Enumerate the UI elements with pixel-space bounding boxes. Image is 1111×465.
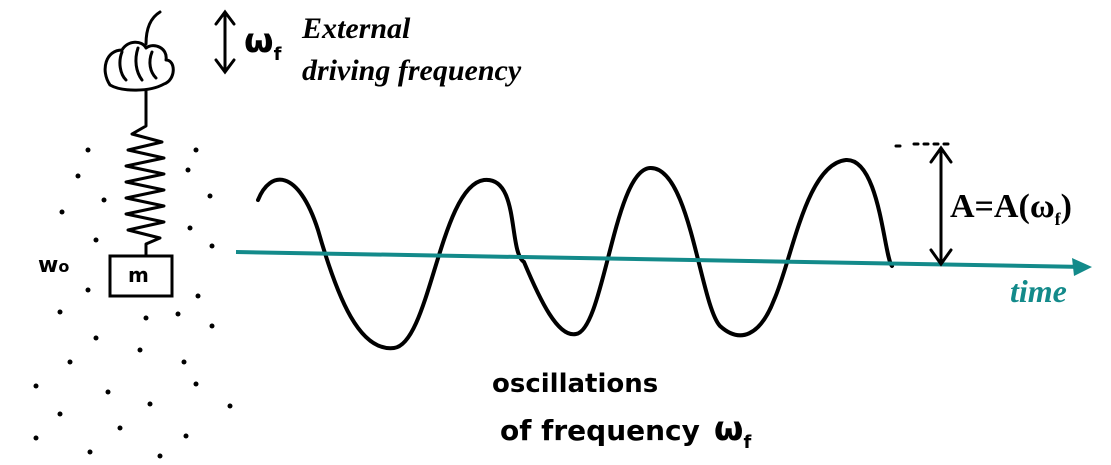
oscillations-line1: oscillations <box>492 369 658 399</box>
scatter-dots <box>33 147 233 459</box>
double-arrow-icon <box>214 9 236 75</box>
omega-0-label: wo <box>38 253 69 278</box>
oscillation-wave <box>256 157 894 351</box>
spring-icon <box>124 110 166 256</box>
time-axis-label: time <box>1010 273 1067 309</box>
hand-icon <box>103 10 175 112</box>
mass-block-icon <box>108 254 174 298</box>
omega-f-hand-label: ωf <box>244 21 282 65</box>
amplitude-label: A=A(ωf) <box>950 188 1072 229</box>
amplitude-marker <box>894 142 953 267</box>
external-line1: External <box>301 12 411 45</box>
mass-label: m <box>128 263 149 287</box>
external-line2: driving frequency <box>302 54 522 87</box>
time-axis <box>235 250 1092 276</box>
